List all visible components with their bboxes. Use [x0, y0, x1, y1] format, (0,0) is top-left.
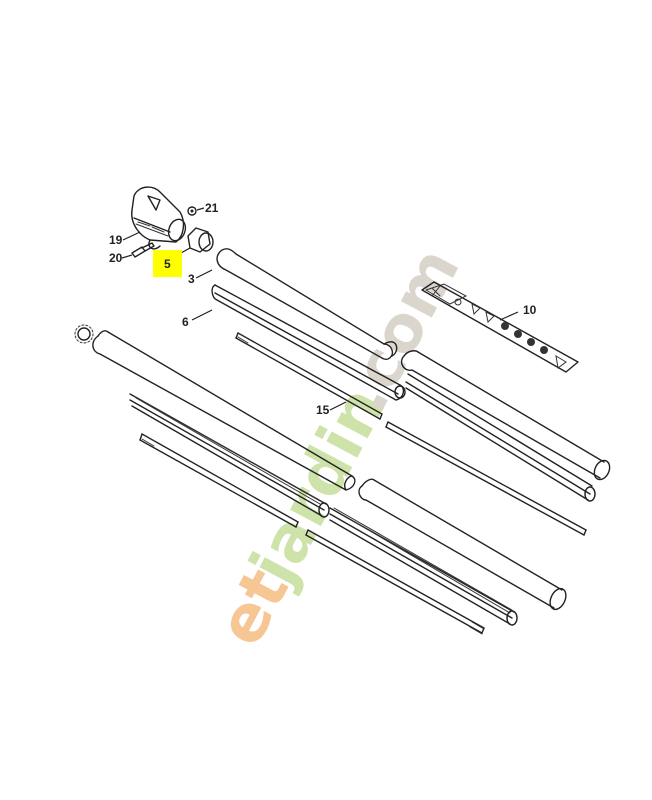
upper-drive-shaft-part-15: [235, 332, 383, 420]
bottom-inner-tube: [329, 507, 518, 626]
upper-inner-tube-part-6: [191, 284, 406, 401]
right-inner-tube: [405, 373, 596, 502]
label-6: 6: [182, 315, 189, 329]
handle-clamp-part-19: [131, 186, 187, 250]
right-upper-tube: [400, 350, 611, 481]
highlight-part-5: [153, 250, 182, 277]
bottom-drive-shaft: [305, 529, 485, 635]
label-15: 15: [316, 403, 330, 417]
warning-label-part-10: [421, 281, 579, 373]
lower-inner-tube: [129, 393, 330, 518]
right-drive-shaft: [385, 421, 587, 536]
label-21: 21: [205, 201, 219, 215]
upper-tube-part-3: [195, 248, 398, 360]
label-3: 3: [188, 272, 195, 286]
bottom-tube: [358, 478, 567, 611]
screw-part-20: [121, 242, 155, 259]
label-20: 20: [109, 251, 123, 265]
leader-19: [122, 231, 141, 241]
lower-drive-shaft: [139, 433, 299, 528]
nut-part-21: [187, 206, 205, 216]
label-5[interactable]: 5: [164, 257, 171, 271]
lower-tube: [92, 330, 356, 491]
label-10: 10: [523, 303, 537, 317]
star-washer: [74, 324, 94, 344]
label-19: 19: [109, 233, 123, 247]
